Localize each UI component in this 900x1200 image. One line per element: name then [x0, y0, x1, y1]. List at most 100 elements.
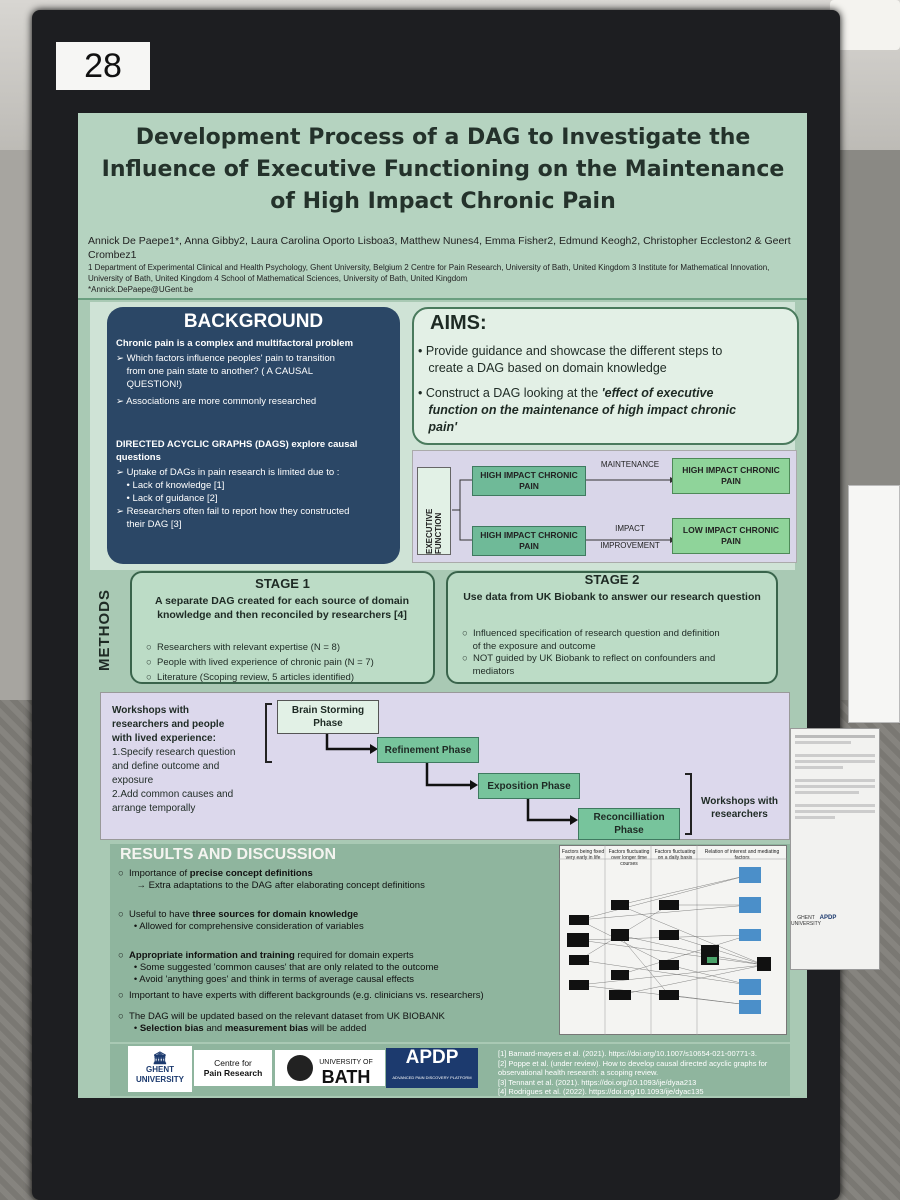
subtitle-text: knowledge and then reconciled by researc… — [157, 609, 407, 621]
reconciliation-phase: Reconcilliation Phase — [578, 808, 680, 840]
ws-item: arrange temporally — [112, 803, 196, 814]
dag-column-label: Factors fluctuating on a daily basis — [654, 849, 696, 861]
background-subtitle: Chronic pain is a complex and multifacto… — [116, 338, 354, 349]
result-2: ○ Useful to have three sources for domai… — [118, 909, 364, 932]
ceiling-light — [830, 0, 900, 50]
right-bracket — [685, 773, 692, 835]
methods-label: METHODS — [96, 589, 113, 671]
stage2-list: ○ Influenced specification of research q… — [462, 628, 720, 677]
aim-emphasis: function on the maintenance of high impa… — [428, 403, 737, 417]
apdp-subtitle: ADVANCED PAIN DISCOVERY PLATFORM — [392, 1075, 472, 1080]
result-text: Useful to have — [129, 909, 193, 920]
arrowhead — [470, 780, 478, 790]
reference: [2] Poppe et al. (under review). How to … — [498, 1058, 768, 1068]
phase-arrows — [265, 703, 692, 835]
arrowhead — [370, 744, 378, 754]
brainstorming-phase: Brain Storming Phase — [277, 700, 379, 734]
result-text: will be added — [308, 1023, 367, 1034]
arrow-ef-hicp-top — [452, 479, 472, 511]
title-line: Development Process of a DAG to Investig… — [135, 125, 751, 150]
reference: [3] Tennant et al. (2021). https://doi.o… — [498, 1077, 697, 1087]
list-item: Researchers with relevant expertise (N =… — [157, 642, 340, 653]
poster-number: 28 — [56, 42, 150, 90]
aim-emphasis: 'effect of executive — [601, 386, 714, 400]
heading-text: DIRECTED ACYCLIC GRAPHS (DAGS) explore c… — [116, 439, 358, 450]
result-5: ○ The DAG will be updated based on the r… — [118, 1011, 445, 1034]
maintenance-label: MAINTENANCE — [600, 460, 660, 469]
stage1-title: STAGE 1 — [255, 576, 310, 591]
improvement-label: IMPROVEMENT — [600, 541, 660, 550]
dag-graph — [559, 845, 787, 1035]
stage2-title: STAGE 2 — [584, 572, 640, 587]
stage2-subtitle: Use data from UK Biobank to answer our r… — [463, 591, 761, 603]
reference: [4] Rodrigues et al. (2022). https://doi… — [498, 1087, 704, 1096]
affiliation-text: 1 Department of Experimental Clinical an… — [88, 263, 770, 283]
ws-heading: researchers and people — [112, 719, 225, 730]
dag-column-label: Factors being fixed very early in life — [561, 849, 605, 861]
bullet-text: Associations are more commonly researche… — [126, 396, 317, 407]
authors: Annick De Paepe1*, Anna Gibby2, Laura Ca… — [88, 235, 791, 261]
ghent-word: GHENT — [145, 1065, 174, 1074]
contact-email: *Annick.DePaepe@UGent.be — [88, 285, 194, 294]
bullet-text: from one pain state to another? ( A CAUS… — [126, 366, 313, 377]
arrowhead — [570, 815, 578, 825]
dag-bullets: ➢ Uptake of DAGs in pain research is lim… — [116, 467, 350, 530]
ws-heading: Workshops with — [112, 705, 190, 716]
list-item: Literature (Scoping review, 5 articles i… — [157, 672, 354, 683]
result-3: ○ Appropriate information and training r… — [118, 950, 439, 985]
result-subtext: → Extra adaptations to the DAG after ela… — [136, 880, 425, 891]
left-bracket — [265, 703, 272, 763]
hicp-outcome-node: HIGH IMPACT CHRONIC PAIN — [672, 458, 790, 494]
references: [1] Barnard-mayers et al. (2021). https:… — [498, 1049, 790, 1097]
list-item: People with lived experience of chronic … — [157, 657, 374, 668]
list-item: mediators — [472, 665, 515, 677]
stage2-panel — [446, 571, 778, 684]
aims-bullet: • Construct a DAG looking at the 'effect… — [418, 386, 737, 434]
dag-column-label: Factors fluctuating over longer time cou… — [608, 849, 650, 867]
executive-function-node: EXECUTIVE FUNCTION — [417, 467, 451, 555]
dag-heading: DIRECTED ACYCLIC GRAPHS (DAGS) explore c… — [116, 438, 357, 464]
licp-outcome-node: LOW IMPACT CHRONIC PAIN — [672, 518, 790, 554]
bullet-text: Which factors influence peoples' pain to… — [126, 353, 335, 364]
aim-text: Provide guidance and showcase the differ… — [425, 344, 723, 358]
hicp-node-top: HIGH IMPACT CHRONIC PAIN — [472, 466, 586, 496]
aims-title: AIMS: — [430, 312, 487, 334]
bath-word: UNIVERSITY OF — [319, 1058, 373, 1066]
list-item: NOT guided by UK Biobank to reflect on c… — [473, 653, 716, 664]
heading-text: questions — [116, 452, 161, 463]
title-line: Influence of Executive Functioning on th… — [101, 157, 785, 182]
result-emphasis: measurement bias — [224, 1023, 309, 1034]
impact-label: IMPACT — [615, 524, 645, 533]
ws-heading: with lived experience: — [112, 733, 216, 744]
bath-crest-icon — [287, 1055, 314, 1081]
background-title: BACKGROUND — [183, 311, 324, 332]
poster-title: Development Process of a DAG to Investig… — [92, 122, 794, 218]
result-emphasis: Selection bias — [139, 1023, 204, 1034]
workshops-researchers-label: Workshops with researchers — [700, 796, 779, 820]
bullet-text: Lack of knowledge [1] — [132, 480, 225, 491]
result-subtext: Avoid 'anything goes' and think in terms… — [139, 974, 415, 985]
aims-panel — [412, 307, 799, 445]
ws-item: 1.Specify research question — [112, 747, 236, 758]
bullet-text: Lack of guidance [2] — [132, 493, 218, 504]
aims-bullet: • Provide guidance and showcase the diff… — [418, 344, 723, 375]
stage1-subtitle: A separate DAG created for each source o… — [132, 594, 432, 622]
handout-ghent-logo: GHENT UNIVERSITY — [790, 915, 821, 927]
side-paper-sheet — [848, 485, 900, 723]
stage1-list: ○ Researchers with relevant expertise (N… — [146, 642, 374, 683]
bullet-text: their DAG [3] — [126, 519, 182, 530]
cpr-word: Centre for — [214, 1058, 252, 1068]
refinement-phase: Refinement Phase — [377, 737, 479, 763]
ghent-emblem-icon: 🏛 — [152, 1051, 168, 1065]
list-item: of the exposure and outcome — [472, 640, 596, 652]
arrow-ef-hicp-bottom — [459, 510, 472, 541]
cpr-word: Pain Research — [203, 1068, 263, 1078]
ws-item: and define outcome and — [112, 761, 220, 772]
apdp-word: APDP — [405, 1047, 459, 1068]
exposition-phase: Exposition Phase — [478, 773, 580, 799]
